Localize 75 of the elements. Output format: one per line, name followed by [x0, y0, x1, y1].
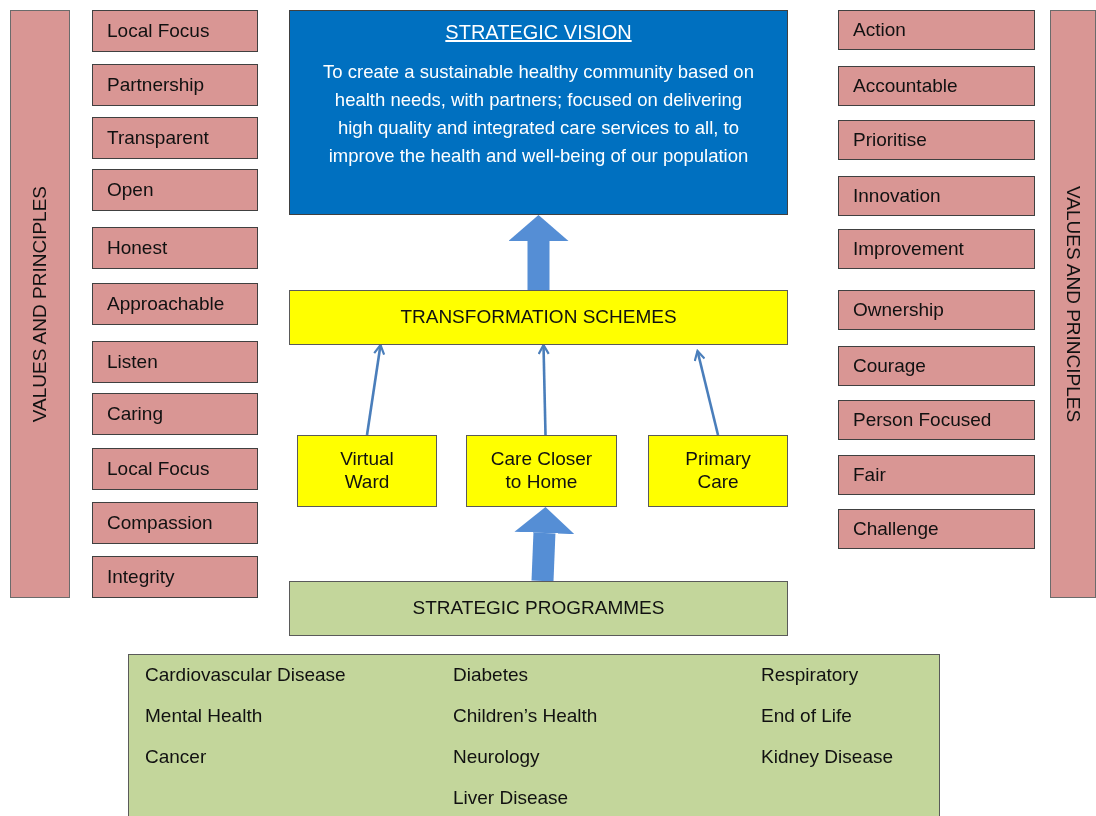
box-label: Open: [107, 178, 154, 202]
value-box: [92, 227, 258, 269]
value-box: [92, 341, 258, 383]
box-label: Transparent: [107, 126, 209, 150]
box-label: Fair: [853, 463, 886, 487]
value-box: [838, 346, 1035, 386]
scheme-box: [648, 435, 788, 507]
vision-heading: STRATEGIC VISION: [445, 21, 632, 44]
programme-label: Respiratory: [761, 663, 860, 687]
value-box: [92, 169, 258, 211]
box-label: Compassion: [107, 511, 213, 535]
value-box: [838, 10, 1035, 50]
value-box: [838, 290, 1035, 330]
block-arrow: [508, 215, 569, 290]
box-label: Courage: [853, 354, 926, 378]
value-box: [92, 64, 258, 106]
box-label: Partnership: [107, 73, 205, 97]
programme-label: Children’s Health: [453, 704, 599, 728]
value-box: [92, 117, 258, 159]
programme-list-box: [128, 654, 940, 816]
value-box: [838, 400, 1035, 440]
value-box: [92, 502, 258, 544]
programme-label: Diabetes: [453, 663, 529, 687]
value-box: [92, 448, 258, 490]
programmes-box: [289, 581, 788, 636]
programme-label: Cardiovascular Disease: [145, 663, 347, 687]
value-box: [92, 10, 258, 52]
box-label: Primary Care: [684, 448, 752, 494]
value-box: [838, 120, 1035, 160]
box-label: Caring: [107, 402, 163, 426]
box-label: Virtual Ward: [339, 448, 395, 494]
box-label: Approachable: [107, 292, 225, 316]
box-label: Local Focus: [107, 457, 210, 481]
value-box: [92, 556, 258, 598]
programme-label: End of Life: [761, 704, 853, 728]
box-label: Improvement: [853, 237, 964, 261]
box-label: TRANSFORMATION SCHEMES: [400, 306, 677, 329]
value-box: [838, 229, 1035, 269]
value-box: [92, 393, 258, 435]
programme-label: Cancer: [145, 745, 208, 769]
box-label: Local Focus: [107, 19, 210, 43]
box-label: Honest: [107, 236, 168, 260]
box-label: Ownership: [853, 298, 944, 322]
box-label: Person Focused: [853, 408, 992, 432]
scheme-box: [297, 435, 437, 507]
vision-statement: To create a sustainable healthy community based on health needs, with partners; focused on delivering high quality and integrated care services to all, to improve the health and well-being of our population: [322, 60, 755, 168]
programme-label: Kidney Disease: [761, 745, 895, 769]
value-box: [838, 509, 1035, 549]
box-label: Prioritise: [853, 128, 927, 152]
box-label: Innovation: [853, 184, 941, 208]
arrow: [365, 343, 386, 436]
value-box: [838, 66, 1035, 106]
box-label: Listen: [107, 350, 158, 374]
band-label: VALUES AND PRINCIPLES: [1062, 185, 1084, 423]
box-label: STRATEGIC PROGRAMMES: [412, 597, 665, 620]
programme-label: Neurology: [453, 745, 541, 769]
vision-box: [289, 10, 788, 215]
value-box: [838, 455, 1035, 495]
block-arrow: [514, 507, 575, 582]
value-box: [838, 176, 1035, 216]
scheme-box: [466, 435, 617, 507]
box-label: Care Closer to Home: [489, 448, 594, 494]
values-band: [1050, 10, 1096, 598]
values-band: [10, 10, 70, 598]
programme-label: Mental Health: [145, 704, 264, 728]
programme-label: Liver Disease: [453, 786, 570, 810]
arrow: [693, 349, 720, 436]
box-label: Action: [853, 18, 906, 42]
value-box: [92, 283, 258, 325]
arrow: [537, 343, 550, 436]
box-label: Challenge: [853, 517, 939, 541]
scheme-box: [289, 290, 788, 345]
box-label: Accountable: [853, 74, 958, 98]
band-label: VALUES AND PRINCIPLES: [29, 185, 51, 423]
box-label: Integrity: [107, 565, 175, 589]
